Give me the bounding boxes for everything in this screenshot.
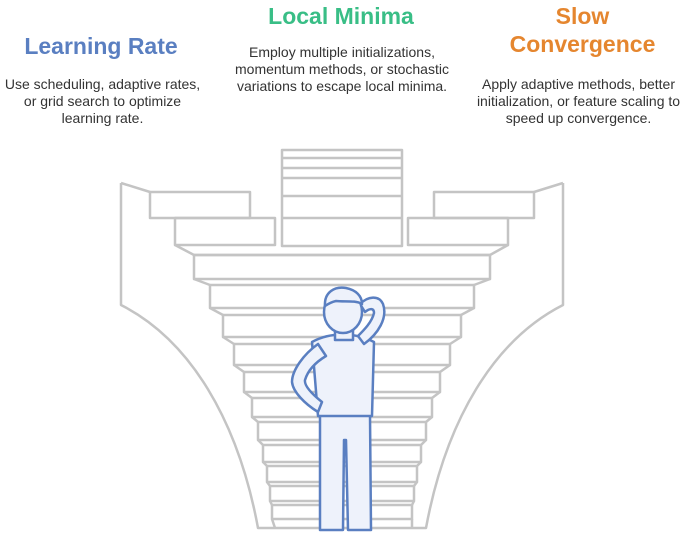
person-legs bbox=[318, 413, 373, 532]
tower bbox=[280, 148, 404, 248]
person-left-arm bbox=[290, 342, 328, 414]
learning-rate-title: Learning Rate bbox=[24, 33, 178, 59]
left-wall-cap bbox=[120, 181, 151, 194]
left-block-mid bbox=[173, 216, 277, 247]
right-block-mid bbox=[406, 216, 510, 247]
local-minima-description: Employ multiple initializations, momentu… bbox=[235, 44, 449, 94]
thinking-person-icon bbox=[290, 286, 386, 532]
right-wall bbox=[412, 183, 565, 530]
right-block-top bbox=[432, 190, 536, 220]
step-1 bbox=[192, 253, 492, 281]
right-wall-cap bbox=[533, 181, 564, 194]
slow-convergence-description: Apply adaptive methods, better initializ… bbox=[476, 76, 681, 126]
learning-rate-description: Use scheduling, adaptive rates, or grid … bbox=[4, 76, 201, 126]
left-block-top bbox=[148, 190, 252, 220]
person-right-arm bbox=[356, 296, 386, 346]
person-hair bbox=[323, 286, 364, 308]
slow-convergence-title: Slow Convergence bbox=[509, 3, 656, 57]
left-wall bbox=[119, 183, 275, 530]
local-minima-title: Local Minima bbox=[268, 3, 414, 29]
